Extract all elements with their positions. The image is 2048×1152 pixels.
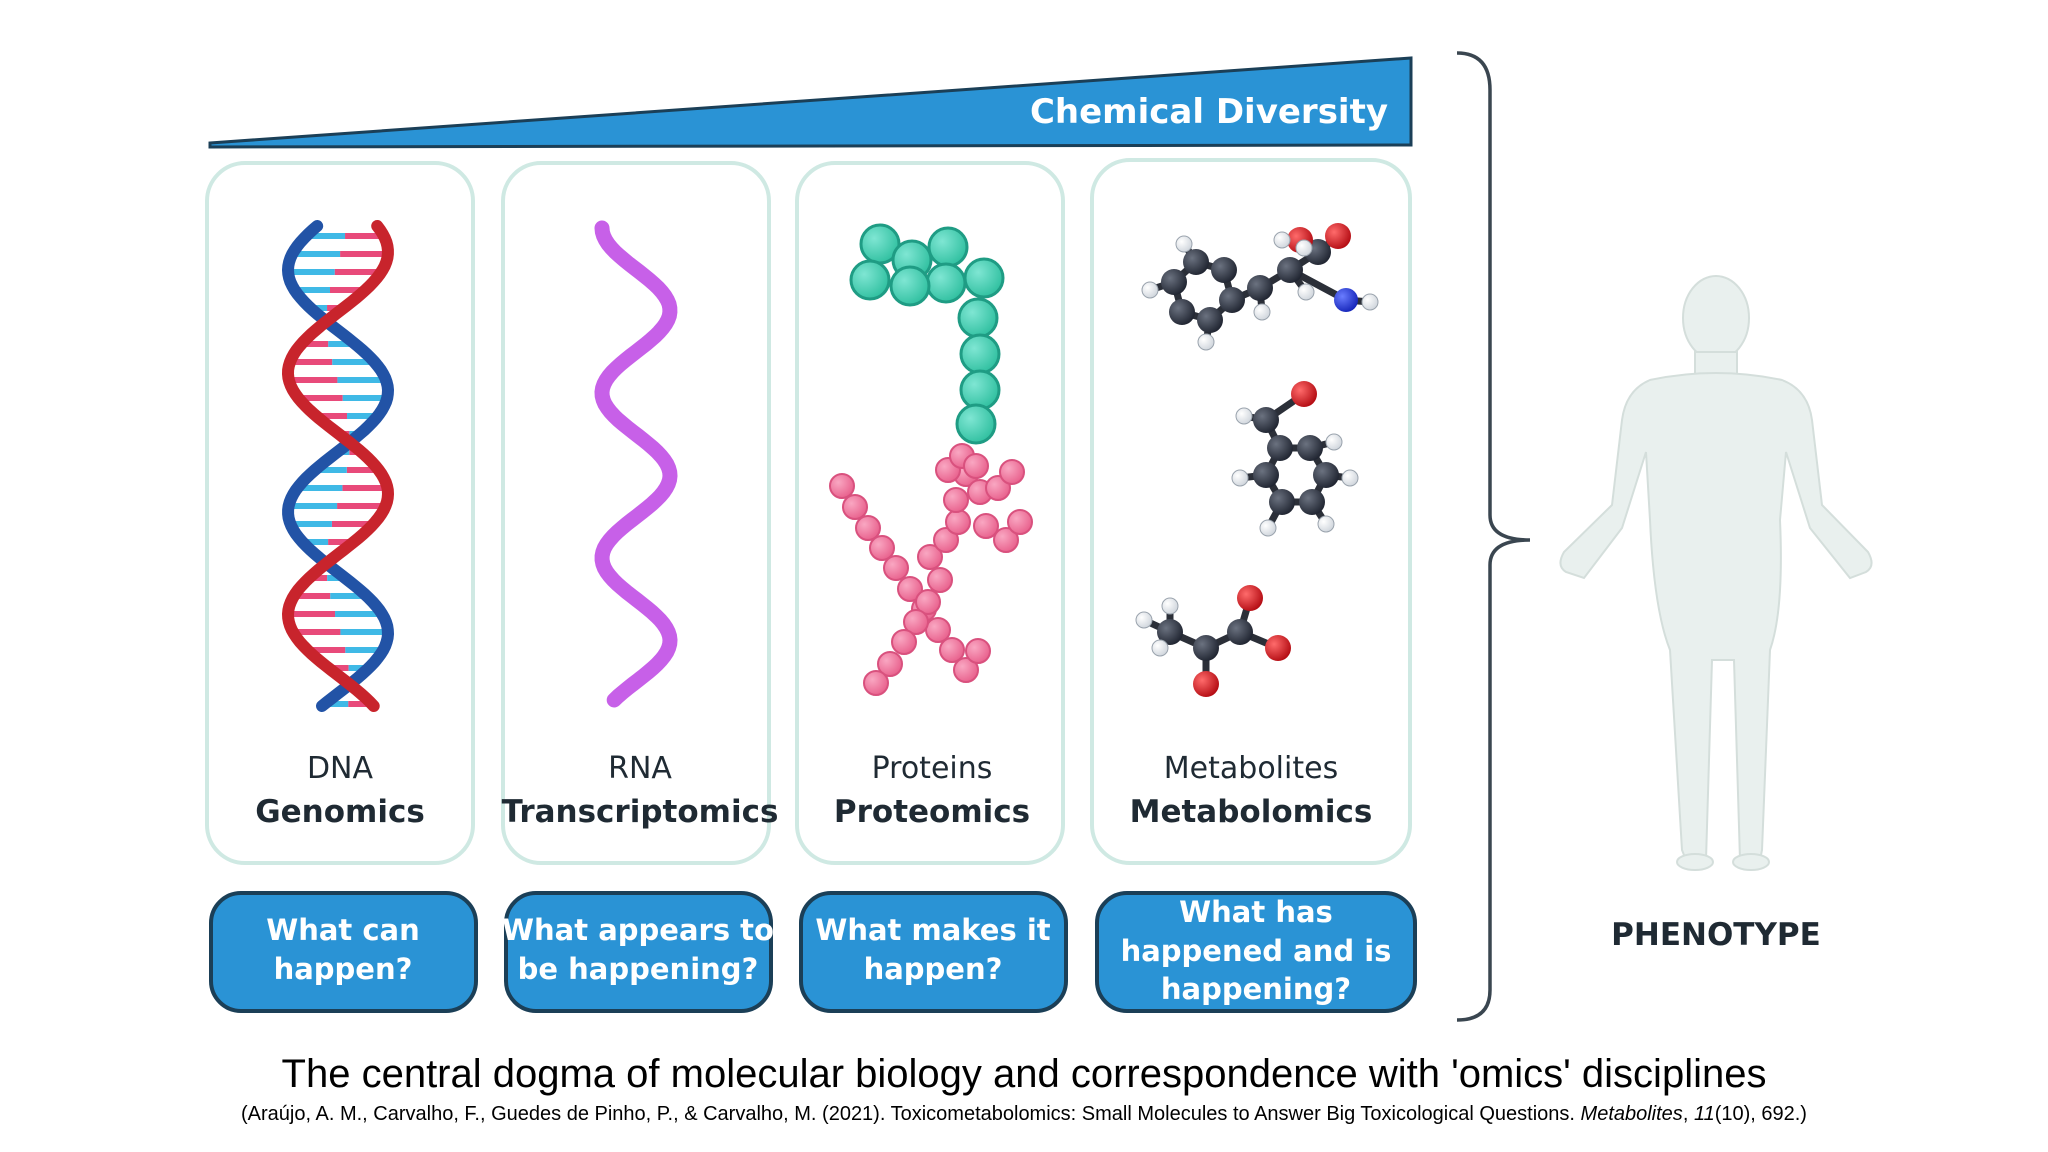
question-box-genomics [209, 891, 478, 1013]
molecule-label-dna: DNA [307, 751, 374, 786]
question-box-transcriptomics [504, 891, 773, 1013]
phenotype-label: PHENOTYPE [1611, 917, 1821, 953]
discipline-label-metabolomics: Metabolomics [1130, 794, 1373, 830]
question-line: happening? [1161, 972, 1351, 1006]
question-line: What has [1179, 895, 1333, 929]
human-body-icon [1559, 275, 1873, 871]
figure-citation: (Araújo, A. M., Carvalho, F., Guedes de … [0, 1103, 2048, 1126]
question-line: What can [266, 913, 420, 947]
discipline-label-proteomics: Proteomics [834, 794, 1030, 830]
card-proteins [795, 161, 1065, 865]
question-boxes: What can happen? What appears to be happ… [209, 891, 1417, 1013]
molecule-label-rna: RNA [608, 751, 672, 786]
citation-issue-pages: (10), 692.) [1714, 1103, 1807, 1125]
small-molecules-icon [1135, 223, 1379, 697]
question-box-proteomics [799, 891, 1068, 1013]
question-line: happened and is [1121, 934, 1392, 968]
question-line: happen? [274, 952, 413, 986]
question-box-metabolomics [1095, 891, 1417, 1013]
curly-brace [1456, 51, 1531, 1022]
figure-title: The central dogma of molecular biology a… [281, 1052, 1767, 1096]
dna-double-helix-icon [281, 220, 395, 712]
molecule-label-metabolites: Metabolites [1164, 751, 1338, 786]
citation-journal: Metabolites [1580, 1103, 1683, 1125]
card-labels: DNA Genomics RNA Transcriptomics Protein… [255, 751, 1372, 830]
molecule-label-proteins: Proteins [872, 751, 993, 786]
chemical-diversity-label: Chemical Diversity [1030, 92, 1388, 132]
rna-strand-icon [594, 220, 678, 708]
question-line: be happening? [518, 952, 759, 986]
protein-chains-icon [829, 223, 1033, 696]
omics-diagram: Chemical Diversity DNA Genomics RNA Tran… [205, 51, 1873, 1022]
card-metabolites [1090, 158, 1412, 865]
discipline-label-genomics: Genomics [255, 794, 425, 830]
discipline-label-transcriptomics: Transcriptomics [502, 794, 779, 830]
diversity-wedge [208, 56, 1413, 149]
citation-separator: , [1682, 1103, 1694, 1125]
question-line: What makes it [815, 913, 1050, 947]
card-dna [205, 161, 475, 865]
chemical-diversity-arrow: Chemical Diversity [208, 56, 1413, 149]
question-line: What appears to [502, 913, 774, 947]
question-line: happen? [864, 952, 1003, 986]
citation-volume: 11 [1693, 1103, 1715, 1125]
citation-text: (Araújo, A. M., Carvalho, F., Guedes de … [241, 1103, 1581, 1125]
